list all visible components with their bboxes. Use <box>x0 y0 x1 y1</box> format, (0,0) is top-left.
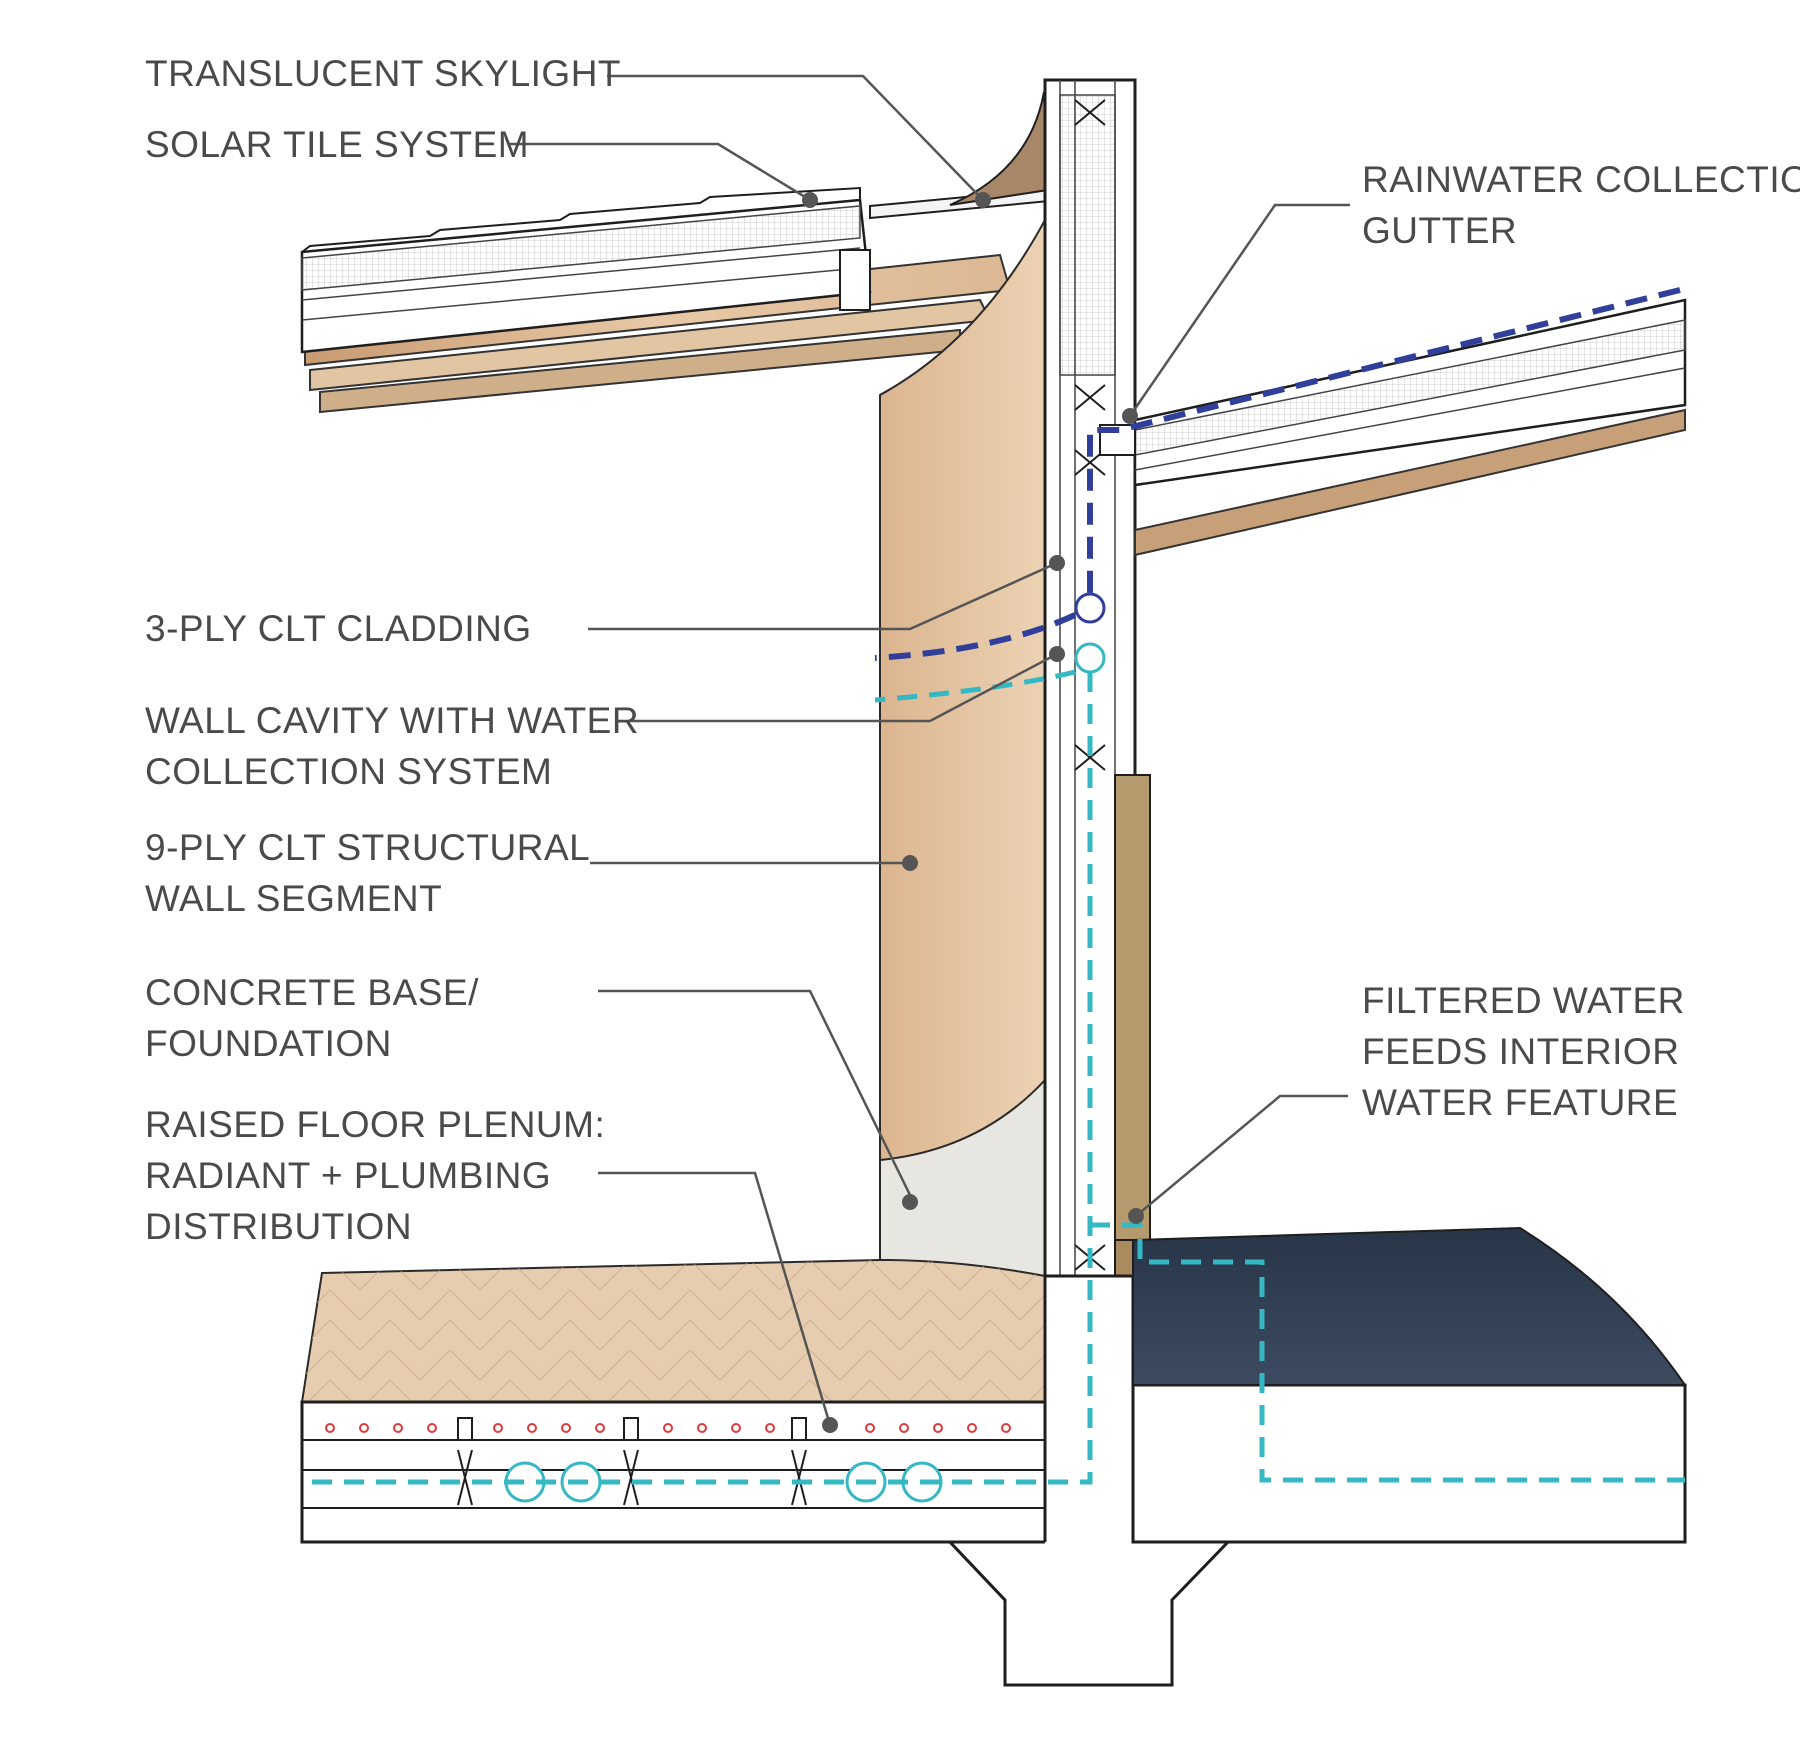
filtered-water-pipe <box>1074 642 1106 674</box>
label-concrete-base: CONCRETE BASE/ FOUNDATION <box>145 972 479 1064</box>
label-structural-wall: 9-PLY CLT STRUCTURAL WALL SEGMENT <box>145 827 591 919</box>
rainwater-pipe <box>1074 592 1106 624</box>
label-translucent-skylight: TRANSLUCENT SKYLIGHT <box>145 53 622 94</box>
label-filtered-water: FILTERED WATER FEEDS INTERIOR WATER FEAT… <box>1362 980 1685 1123</box>
label-solar-tile-system: SOLAR TILE SYSTEM <box>145 124 530 165</box>
leader-lines <box>508 74 1350 1426</box>
label-raised-floor: RAISED FLOOR PLENUM: RADIANT + PLUMBING … <box>145 1104 606 1247</box>
raised-floor-plenum <box>300 1400 1047 1544</box>
left-roof <box>300 186 1012 414</box>
skylight-curve <box>949 91 1050 206</box>
label-wall-cavity: WALL CAVITY WITH WATER COLLECTION SYSTEM <box>145 700 640 792</box>
wall-section <box>1043 78 1226 1278</box>
label-rainwater-gutter: RAINWATER COLLECTION GUTTER <box>1362 159 1800 251</box>
right-roof <box>1099 298 1687 557</box>
leader-dots <box>802 192 1144 1433</box>
filtered-water-flow-path <box>302 669 1685 1485</box>
water-feature-pool <box>1132 1226 1687 1386</box>
rainwater-flow-path <box>874 287 1681 661</box>
exterior-slab <box>1131 1383 1687 1544</box>
label-clt-cladding: 3-PLY CLT CLADDING <box>145 608 532 649</box>
